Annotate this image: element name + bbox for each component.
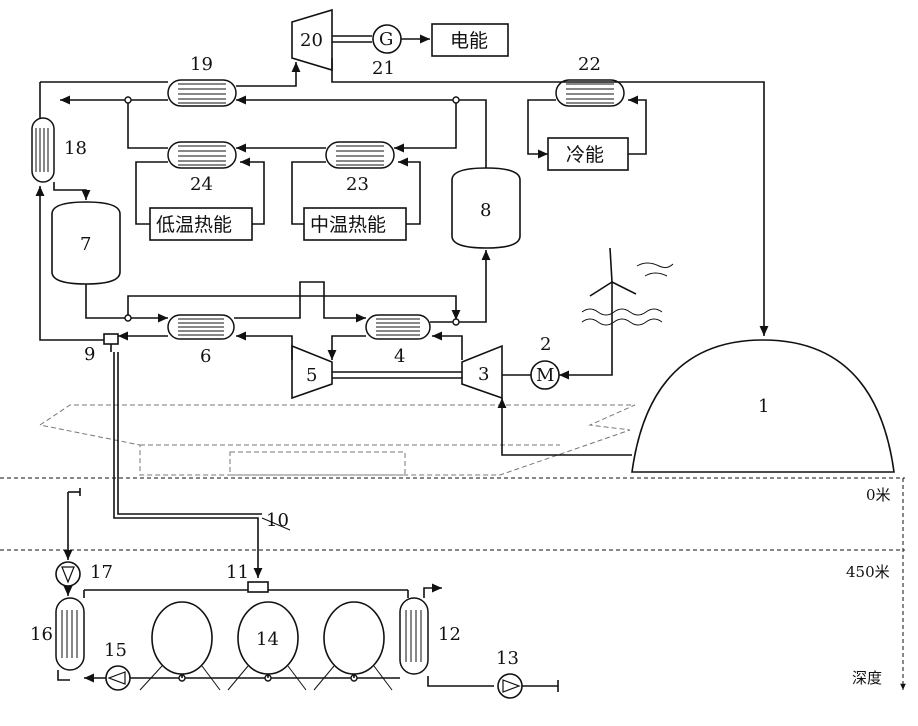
depth-0m-label: 0米 [866, 486, 891, 504]
svg-text:7: 7 [80, 234, 91, 255]
depth-450m-label: 450米 [846, 563, 890, 581]
heat-exchanger-19: 19 [168, 54, 236, 106]
svg-text:14: 14 [256, 629, 279, 650]
generator-21: G 21 [372, 25, 401, 79]
tank-8: 8 [452, 168, 520, 248]
motor-2: M 2 [531, 334, 559, 389]
svg-text:24: 24 [190, 174, 213, 195]
upper-piping [40, 58, 764, 336]
svg-text:8: 8 [480, 200, 491, 221]
heat-exchanger-6: 6 [168, 315, 234, 367]
electric-energy-box: 电能 [432, 24, 508, 56]
svg-text:G: G [379, 29, 393, 50]
svg-text:20: 20 [300, 30, 323, 51]
pump-15: 15 [104, 640, 130, 690]
svg-text:M: M [536, 365, 554, 386]
svg-text:16: 16 [30, 624, 53, 645]
svg-text:冷能: 冷能 [566, 144, 604, 166]
svg-text:23: 23 [346, 174, 369, 195]
heat-exchanger-16: 16 [30, 598, 84, 670]
turbine-20: 20 [292, 10, 332, 70]
svg-text:11: 11 [226, 562, 249, 583]
svg-text:6: 6 [200, 346, 211, 367]
ship-outline [40, 405, 635, 475]
heat-exchanger-4: 4 [366, 315, 430, 367]
svg-text:10: 10 [266, 510, 289, 531]
pump-13: 13 [496, 648, 522, 698]
tank-7: 7 [52, 202, 120, 284]
storage-dome: 1 [632, 340, 894, 472]
svg-text:低温热能: 低温热能 [156, 214, 232, 236]
wind-turbine-icon [582, 248, 673, 330]
svg-text:15: 15 [104, 640, 127, 661]
mid-temp-heat-box: 中温热能 [304, 208, 406, 240]
heat-exchanger-24: 24 [168, 142, 236, 195]
svg-text:5: 5 [306, 365, 317, 386]
heat-exchanger-12: 12 [400, 598, 461, 674]
svg-text:13: 13 [496, 648, 519, 669]
svg-text:9: 9 [84, 344, 95, 365]
depth-axis-label: 深度 [852, 669, 882, 687]
svg-text:1: 1 [758, 396, 769, 417]
cold-energy-box: 冷能 [548, 138, 628, 170]
expander-5: 5 [292, 346, 332, 398]
svg-text:17: 17 [90, 562, 113, 583]
heat-exchanger-18: 18 [32, 118, 87, 182]
svg-text:4: 4 [394, 346, 405, 367]
svg-text:21: 21 [372, 58, 395, 79]
compressor-3: 3 [462, 346, 502, 398]
svg-text:12: 12 [438, 624, 461, 645]
svg-text:22: 22 [578, 54, 601, 75]
svg-text:18: 18 [64, 138, 87, 159]
depth-reference: 0米 450米 深度 [0, 478, 905, 690]
svg-text:2: 2 [540, 334, 551, 355]
svg-text:19: 19 [190, 54, 213, 75]
pump-17: 17 [56, 562, 113, 586]
svg-text:电能: 电能 [450, 30, 488, 52]
underwater-storage: 11 14 [84, 562, 408, 690]
heat-exchanger-22: 22 [556, 54, 624, 106]
heat-exchanger-23: 23 [326, 142, 394, 195]
svg-text:3: 3 [478, 364, 489, 385]
valve-9: 9 [84, 334, 118, 365]
riser-pipe-10: 10 [114, 352, 290, 578]
low-temp-heat-box: 低温热能 [150, 208, 252, 240]
svg-text:中温热能: 中温热能 [310, 214, 386, 236]
